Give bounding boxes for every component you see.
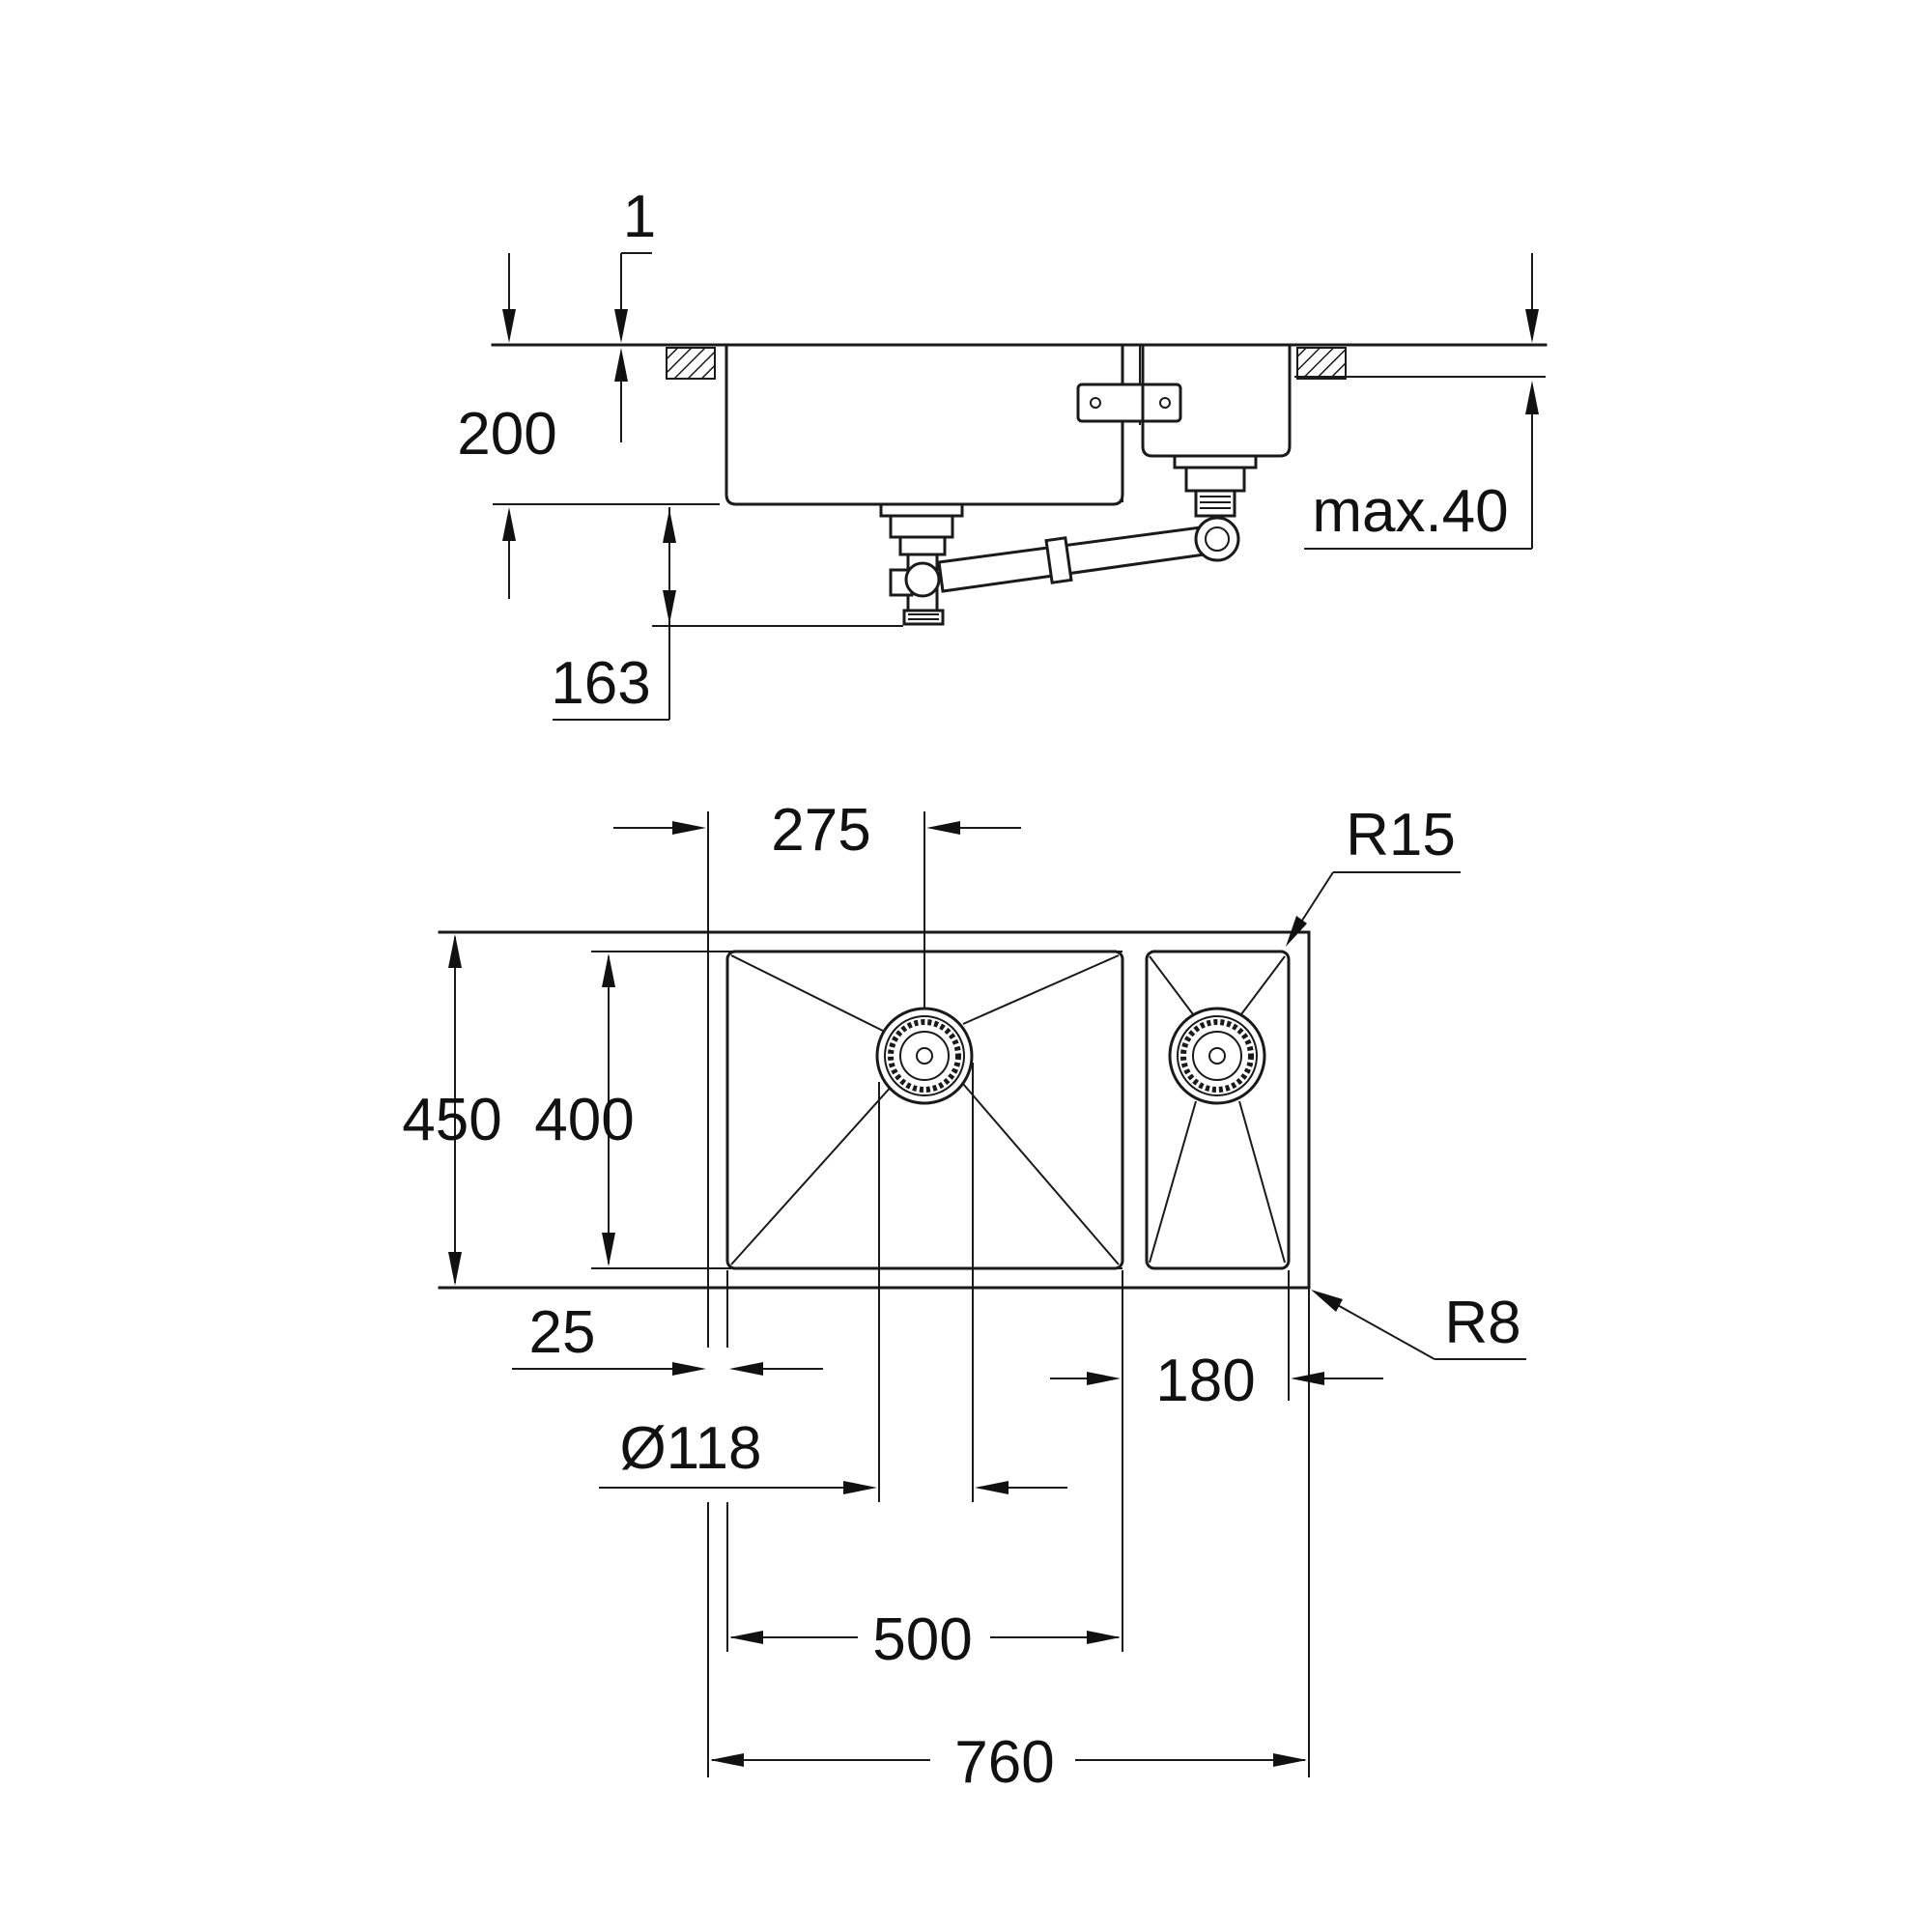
dim-total-width-label: 760 xyxy=(954,1729,1054,1796)
small-drain-elbow xyxy=(1194,516,1240,562)
side-view: 1 200 163 max.40 xyxy=(457,184,1548,721)
dim-drain-diameter-label: Ø118 xyxy=(619,1415,761,1482)
dim-bowl-depth-label: 200 xyxy=(457,401,556,468)
dim-small-bowl-width: 180 xyxy=(1050,1348,1383,1414)
small-drain-strainer xyxy=(1168,1007,1266,1105)
main-drain-flange xyxy=(879,502,964,518)
main-drain-body xyxy=(889,514,954,539)
main-drain-elbow xyxy=(904,561,941,598)
clip-screw-right xyxy=(1159,397,1171,409)
main-bowl-crease xyxy=(962,954,1120,1025)
dim-outer-depth: 450 xyxy=(402,934,502,1286)
dim-drain-offset-label: 275 xyxy=(771,797,870,864)
small-bowl-crease xyxy=(1240,955,1286,1015)
clip-screw-left xyxy=(1090,397,1101,409)
connecting-hose xyxy=(937,525,1213,593)
dim-corner-radius-top-label: R15 xyxy=(1346,802,1456,868)
dim-drain-offset: 275 xyxy=(613,797,1021,864)
dim-bowl-depth: 200 xyxy=(457,253,720,599)
small-drain-body xyxy=(1184,466,1246,493)
dim-corner-radius-bottom: R8 xyxy=(1311,1290,1526,1360)
top-view: 275 R15 450 400 R8 xyxy=(402,797,1526,1796)
dim-drain-depth: 163 xyxy=(551,507,903,721)
hose-coupling xyxy=(1044,536,1073,584)
mounting-clip xyxy=(1076,383,1182,423)
dim-main-bowl-width-label: 500 xyxy=(872,1606,972,1673)
dim-drain-diameter: Ø118 xyxy=(599,1415,1067,1494)
main-drain-strainer xyxy=(875,1007,974,1105)
dim-corner-radius-bottom-label: R8 xyxy=(1444,1290,1520,1356)
dim-top-thickness-label: 1 xyxy=(623,184,656,250)
worktop-hatch-right xyxy=(1296,347,1347,380)
small-bowl-crease xyxy=(1149,955,1194,1015)
small-drain-assembly xyxy=(1173,454,1258,562)
dim-drain-depth-label: 163 xyxy=(551,650,650,717)
small-bowl-outline xyxy=(1145,950,1291,1270)
main-bowl-crease xyxy=(962,1083,1120,1265)
dim-inner-depth: 400 xyxy=(534,953,635,1266)
main-drain-nut xyxy=(898,535,947,556)
dim-main-bowl-width: 500 xyxy=(729,1606,1121,1673)
dim-top-thickness: 1 xyxy=(614,184,656,442)
dim-corner-radius-top: R15 xyxy=(1286,802,1461,947)
worktop-hatch-left xyxy=(666,347,716,380)
dim-edge-margin: 25 xyxy=(512,1299,823,1376)
main-bowl-profile xyxy=(724,344,1124,506)
main-bowl-crease xyxy=(730,954,890,1035)
dim-small-bowl-width-label: 180 xyxy=(1155,1348,1255,1414)
dim-max-offset-label: max.40 xyxy=(1312,478,1508,545)
small-bowl-crease xyxy=(1238,1100,1286,1264)
dim-edge-margin-label: 25 xyxy=(529,1299,596,1366)
dim-max-offset: max.40 xyxy=(1304,253,1539,550)
small-drain-flange xyxy=(1173,454,1258,469)
small-bowl-crease xyxy=(1149,1100,1197,1264)
main-drain-outlet-nut xyxy=(902,609,945,626)
main-drain-assembly xyxy=(879,502,964,626)
dim-inner-depth-label: 400 xyxy=(534,1087,634,1153)
main-bowl-crease xyxy=(730,1083,895,1265)
dim-total-width: 760 xyxy=(710,1729,1307,1796)
dim-outer-depth-label: 450 xyxy=(402,1087,501,1153)
